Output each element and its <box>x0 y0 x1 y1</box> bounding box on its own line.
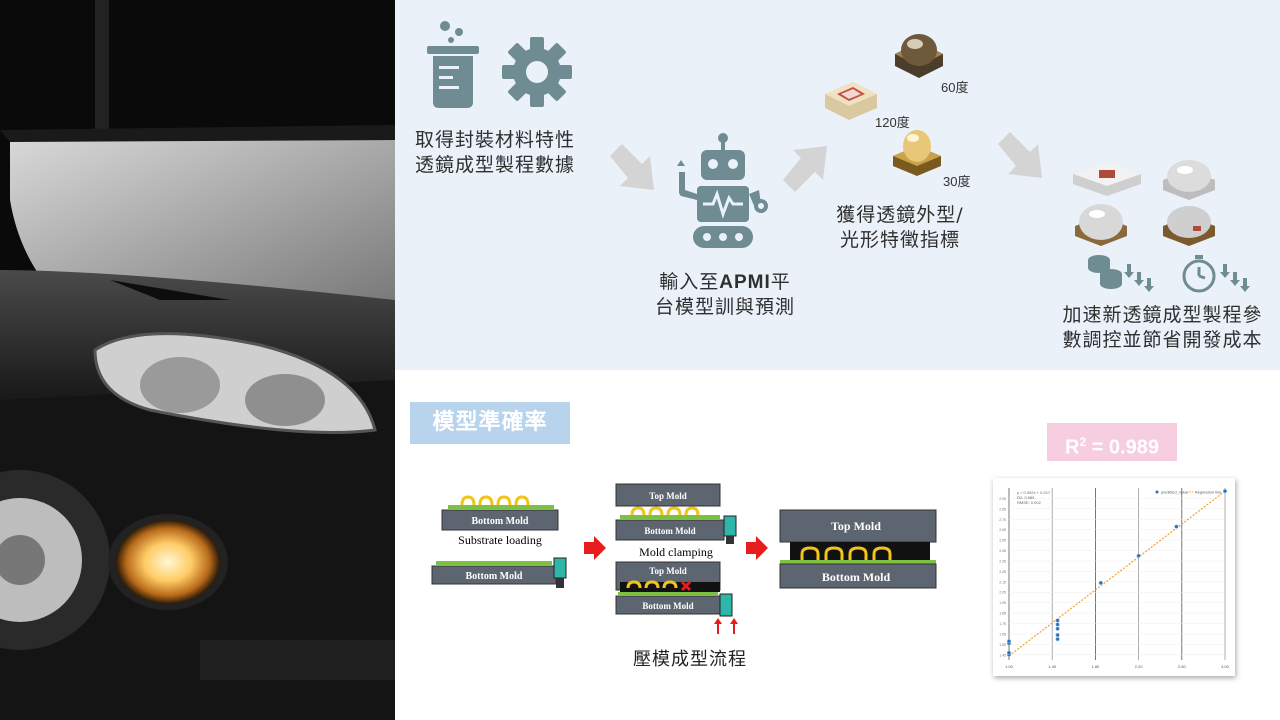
legend-label-points: predicted_value <box>1161 490 1188 494</box>
step4-line1: 加速新透鏡成型製程參 <box>1062 304 1263 326</box>
stage2-top-mold: Top Mold <box>649 491 686 501</box>
y-tick-label: 1.95 <box>999 601 1006 605</box>
step2-caption: 輸入至APMI平 台模型訓與預測 <box>635 270 815 320</box>
led-120-lens-icon <box>825 82 877 120</box>
legend-label-line: Regression line <box>1195 490 1221 494</box>
y-tick-label: 2.05 <box>999 591 1006 595</box>
step2-line2: 台模型訓與預測 <box>654 296 795 318</box>
molding-process-caption: 壓模成型流程 <box>633 649 747 670</box>
data-point <box>1055 622 1060 627</box>
stage2-bottom-mold-a: Bottom Mold <box>644 526 695 536</box>
chart-annotation: RMSE: 0.002 <box>1017 500 1042 505</box>
arrow-down-right-icon-2 <box>998 132 1042 178</box>
step3-line1: 獲得透鏡外型/ <box>836 204 964 226</box>
led-30-lens-icon <box>893 130 941 176</box>
label-120-degree: 120度 <box>875 115 910 130</box>
step1-caption: 取得封裝材料特性 透鏡成型製程數據 <box>405 128 585 178</box>
stage-molded: Top Mold Bottom Mold <box>779 509 937 589</box>
arrow-up-right-icon <box>783 146 827 192</box>
x-tick-label: 1.40 <box>1048 664 1057 669</box>
beaker-icon <box>427 21 479 108</box>
stage2-top-mold-b: Top Mold <box>649 566 686 576</box>
y-tick-label: 2.15 <box>999 580 1006 584</box>
data-point <box>1136 553 1141 558</box>
step3-caption: 獲得透鏡外型/ 光形特徵指標 <box>820 203 980 253</box>
legend-marker-points <box>1155 490 1159 494</box>
r-squared-badge: R2 = 0.989 <box>1047 423 1177 461</box>
y-tick-label: 1.55 <box>999 643 1006 647</box>
robot-icon <box>677 133 768 248</box>
x-tick-label: 1.80 <box>1092 664 1101 669</box>
stage-substrate-loading: Bottom Mold Substrate loading Bottom Mol… <box>431 495 567 588</box>
data-point <box>1055 618 1060 623</box>
data-point <box>1222 489 1228 494</box>
data-point <box>1006 650 1012 655</box>
y-tick-label: 2.75 <box>999 518 1006 522</box>
y-tick-label: 2.35 <box>999 559 1006 563</box>
stage-mold-clamping: Top Mold Bottom Mold Mold clamping Top M… <box>615 483 738 634</box>
stage2-bottom-mold-b: Bottom Mold <box>642 601 693 611</box>
x-tick-label: 2.20 <box>1135 664 1144 669</box>
stage3-top-mold: Top Mold <box>831 519 881 533</box>
r2-label: R <box>1065 436 1080 459</box>
x-tick-label: 2.60 <box>1178 664 1187 669</box>
mold-clamping-label: Mold clamping <box>639 545 713 559</box>
step4-line2: 數調控並節省開發成本 <box>1062 329 1263 351</box>
stopwatch-down-icon <box>1182 255 1250 293</box>
lens-products-icon <box>1073 160 1215 246</box>
process-flow-banner: 取得封裝材料特性 透鏡成型製程數據 輸入至APMI平 台模型訓與預測 <box>395 0 1280 370</box>
data-point <box>1055 637 1060 642</box>
process-arrow-2 <box>746 536 768 560</box>
step2-line1-pre: 輸入至 <box>659 271 720 293</box>
data-point <box>1006 639 1012 644</box>
y-tick-label: 2.55 <box>999 539 1006 543</box>
step2-line1-post: 平 <box>770 271 791 293</box>
stage3-bottom-mold: Bottom Mold <box>822 570 891 584</box>
step2-line1-bold: APMI <box>719 272 771 293</box>
step1-line1: 取得封裝材料特性 <box>414 129 575 151</box>
led-60-lens-icon <box>895 34 943 78</box>
process-arrow-1 <box>584 536 606 560</box>
coins-down-icon <box>1088 255 1154 292</box>
y-tick-label: 2.85 <box>999 507 1006 511</box>
car-illustration <box>0 0 395 720</box>
label-60-degree: 60度 <box>941 80 969 95</box>
r2-sup: 2 <box>1079 435 1087 449</box>
data-point <box>1055 626 1060 631</box>
data-point <box>1098 580 1103 585</box>
gear-icon <box>502 37 572 107</box>
molding-process-diagram: Bottom Mold Substrate loading Bottom Mol… <box>431 483 937 634</box>
stage1-bottom-mold-top: Bottom Mold <box>472 516 529 527</box>
model-accuracy-title: 模型準確率 <box>410 402 570 444</box>
regression-line <box>1008 490 1226 657</box>
y-tick-label: 1.85 <box>999 612 1006 616</box>
y-tick-label: 1.75 <box>999 622 1006 626</box>
step1-line2: 透鏡成型製程數據 <box>414 154 575 176</box>
step3-line2: 光形特徵指標 <box>839 229 960 251</box>
y-tick-label: 2.25 <box>999 570 1006 574</box>
data-point <box>1055 632 1060 638</box>
r2-value: = 0.989 <box>1086 436 1159 459</box>
y-tick-label: 1.65 <box>999 632 1006 636</box>
y-tick-label: 2.65 <box>999 528 1006 532</box>
arrow-down-right-icon <box>610 144 654 190</box>
label-30-degree: 30度 <box>943 174 971 189</box>
x-tick-label: 1.00 <box>1005 664 1014 669</box>
y-tick-label: 2.45 <box>999 549 1006 553</box>
car-headlight-photo <box>0 0 395 720</box>
data-point <box>1174 524 1179 529</box>
x-tick-label: 3.00 <box>1221 664 1230 669</box>
scatter-plot-svg: 1.00 1.40 1.80 2.20 2.60 3.00 1.45 1.55 1.65 1.75… <box>999 488 1230 669</box>
y-tick-label: 2.95 <box>999 497 1006 501</box>
y-tick-label: 1.45 <box>999 653 1006 657</box>
step4-caption: 加速新透鏡成型製程參 數調控並節省開發成本 <box>1045 303 1280 353</box>
stage1-bottom-mold: Bottom Mold <box>466 571 523 582</box>
accuracy-scatter-chart: 1.00 1.40 1.80 2.20 2.60 3.00 1.45 1.55 1.65 1.75… <box>993 478 1235 676</box>
substrate-loading-label: Substrate loading <box>458 533 542 547</box>
chart-annotation: R2: 0.989 <box>1017 495 1035 500</box>
chart-annotation: y = 0.992x + 0.017 <box>1017 490 1051 495</box>
